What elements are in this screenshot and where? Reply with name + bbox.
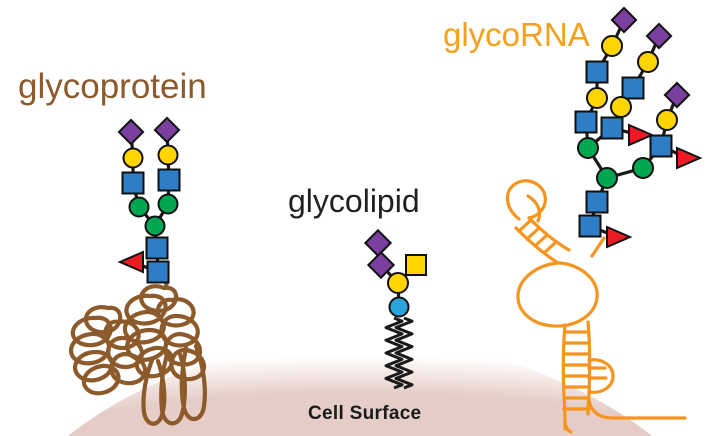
glycan-residue-purple-diamond <box>363 228 393 258</box>
glycan-residue-red-triangle-right <box>628 123 655 147</box>
glycan-residue-blue-square <box>649 134 673 158</box>
glycan-residue-green-circle <box>157 193 179 215</box>
glycan-residue-green-circle <box>128 196 150 218</box>
glycan-residue-blue-square <box>578 214 602 238</box>
glycan-residue-yellow-circle <box>610 96 632 118</box>
n-glycan-triantennary <box>574 6 703 249</box>
glycan-residue-yellow-circle <box>601 35 623 57</box>
glycan-residue-purple-diamond <box>117 118 145 146</box>
glycan-residue-blue-square <box>574 110 598 134</box>
glycan-residue-blue-square <box>121 171 145 195</box>
glycan-residue-yellow-circle <box>656 109 678 131</box>
ceramide-chain <box>394 316 414 390</box>
glycan-residue-green-circle <box>144 215 166 237</box>
glycan-residue-yellow-square <box>405 254 427 276</box>
glycan-residue-yellow-circle <box>387 272 409 294</box>
glycan-residue-purple-diamond <box>366 250 396 280</box>
ceramide-chain <box>384 316 404 390</box>
n-glycan-biantennary <box>117 116 181 284</box>
label-glycoprotein: glycoprotein <box>18 67 207 106</box>
glycan-residue-green-circle <box>577 137 599 159</box>
glycan-residue-blue-circle <box>388 296 410 318</box>
glycan-residue-green-circle <box>596 167 618 189</box>
rna-stem-loop <box>505 179 687 434</box>
ceramide-zigzag <box>384 316 414 390</box>
glycan-residue-purple-diamond <box>645 22 673 50</box>
glycan-residue-red-triangle-left <box>117 250 144 274</box>
glycan-residue-yellow-circle <box>157 144 179 166</box>
glycan-residue-blue-square <box>157 168 181 192</box>
glycan-residue-blue-square <box>585 60 609 84</box>
glycan-residue-blue-square <box>585 190 609 214</box>
label-cell-surface: Cell Surface <box>308 403 422 424</box>
ganglioside-glycan <box>363 228 427 318</box>
glycan-residue-yellow-circle <box>122 147 144 169</box>
protein-coil-brown <box>68 269 207 426</box>
glycan-residue-purple-diamond <box>610 6 638 34</box>
glycan-residue-yellow-circle <box>637 51 659 73</box>
glycan-residue-yellow-circle <box>586 87 608 109</box>
glycan-residue-blue-square <box>600 116 624 140</box>
glycan-symbol-layer <box>117 6 703 318</box>
glycan-residue-blue-square <box>146 260 170 284</box>
glycan-residue-green-circle <box>632 157 654 179</box>
glycan-residue-purple-diamond <box>153 116 181 144</box>
glycan-residue-purple-diamond <box>663 81 691 109</box>
glycan-residue-blue-square <box>145 236 169 260</box>
glycan-residue-red-triangle-right <box>606 225 633 249</box>
glycan-residue-blue-square <box>621 76 645 100</box>
label-glycorna: glycoRNA <box>443 16 590 53</box>
glycan-residue-red-triangle-right <box>676 146 703 170</box>
label-glycolipid: glycolipid <box>288 183 420 219</box>
